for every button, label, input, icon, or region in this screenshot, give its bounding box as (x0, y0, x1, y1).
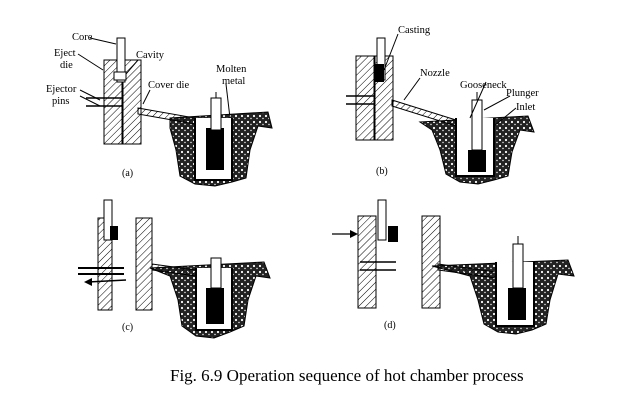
panel-c-cover-die (135, 217, 153, 311)
label-cover-die: Cover die (148, 80, 189, 91)
panel-d-core (377, 199, 387, 241)
panel-b: Casting Nozzle Gooseneck Plunger Inlet (… (346, 25, 539, 185)
panel-d: (d) (332, 199, 575, 335)
label-casting: Casting (398, 25, 431, 36)
panel-c: (c) (78, 199, 271, 339)
panel-b-eject-die (355, 55, 375, 141)
panel-d-cover-die (421, 215, 441, 309)
label-pins: pins (52, 96, 70, 107)
panel-b-casting (374, 64, 384, 82)
label-plunger: Plunger (506, 88, 539, 99)
label-die: die (60, 60, 73, 71)
label-gooseneck: Gooseneck (460, 80, 507, 91)
figure-caption: Fig. 6.9 Operation sequence of hot chamb… (170, 366, 524, 385)
panel-a-plunger (210, 97, 222, 131)
panel-c-retract-arrow (87, 279, 127, 283)
label-molten: Molten (216, 64, 247, 75)
label-nozzle: Nozzle (420, 68, 450, 79)
panel-a-nozzle (137, 107, 196, 125)
panel-c-plunger (210, 257, 222, 289)
label-cavity: Cavity (136, 50, 165, 61)
panel-c-molten-level (206, 288, 224, 324)
panel-a-cover-die (122, 59, 142, 145)
panel-a-tag: (a) (122, 168, 133, 179)
panel-a-core (116, 37, 126, 83)
panel-b-molten-level (468, 150, 486, 172)
panel-a: Core Eject die Cavity Ejector pins Cover… (46, 32, 273, 187)
panel-d-plunger (512, 243, 524, 289)
panel-b-plunger (471, 99, 483, 151)
panel-c-tag: (c) (122, 322, 133, 333)
panel-c-casting (110, 226, 118, 240)
panel-b-tag: (b) (376, 166, 388, 177)
panel-d-molten-level (508, 288, 526, 320)
label-eject: Eject (54, 48, 76, 59)
label-core: Core (72, 32, 93, 43)
label-inlet: Inlet (516, 102, 535, 113)
panel-d-tag: (d) (384, 320, 396, 331)
panel-c-core (103, 199, 113, 241)
panel-d-casting (388, 226, 398, 242)
label-ejector: Ejector (46, 84, 77, 95)
label-metal: metal (222, 76, 245, 87)
panel-a-molten-level (206, 128, 224, 170)
